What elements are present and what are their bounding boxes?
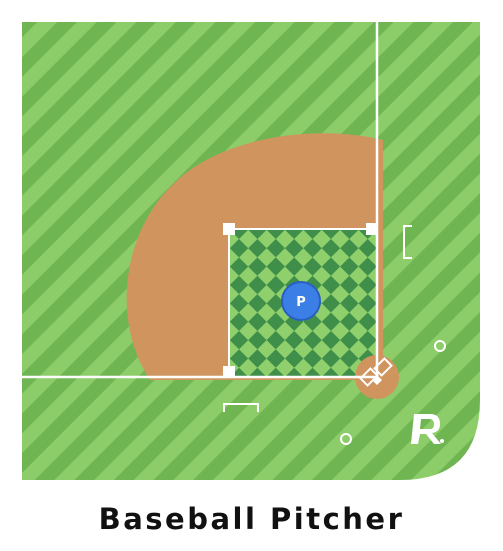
coach-box-first — [403, 225, 412, 259]
home-plate — [359, 357, 393, 387]
third-base — [223, 366, 235, 378]
on-deck-circle — [340, 433, 352, 445]
coach-box-third — [223, 403, 259, 412]
pitcher-circle — [281, 281, 321, 321]
second-base — [223, 223, 235, 235]
logo-r-shape — [411, 414, 441, 444]
on-deck-circle — [434, 340, 446, 352]
pitcher-label: P — [296, 295, 306, 310]
first-base — [366, 223, 378, 235]
pitcher-marker: P — [281, 281, 321, 321]
baseball-field-diagram: P — [22, 22, 480, 480]
brand-logo — [411, 414, 444, 444]
diagram-title: Baseball Pitcher — [98, 502, 405, 536]
